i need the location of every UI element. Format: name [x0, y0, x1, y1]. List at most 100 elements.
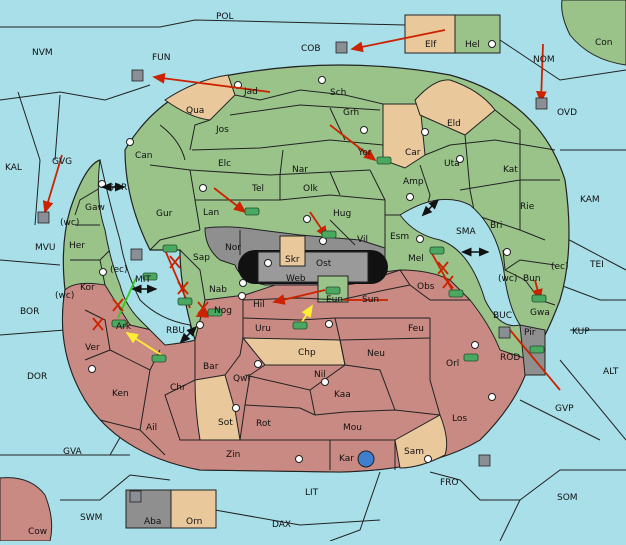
- label-Sap: Sap: [193, 253, 210, 263]
- label-Uta: Uta: [444, 159, 460, 169]
- land-labels: Elf Hel Jad Qua Sch Grh Jos Can Elc Nar …: [69, 40, 550, 527]
- label-Skr: Skr: [285, 255, 300, 265]
- label-Zin: Zin: [226, 450, 240, 460]
- label-Sch: Sch: [330, 88, 346, 98]
- label-Cow: Cow: [28, 527, 47, 537]
- label-Chr: Chr: [170, 383, 186, 393]
- label-Yor: Yor: [357, 148, 372, 158]
- label-MVU: MVU: [35, 243, 56, 253]
- region-Cow[interactable]: [0, 477, 53, 542]
- label-Ark: Ark: [116, 322, 132, 332]
- label-NOM: NOM: [533, 55, 555, 65]
- label-OVD: OVD: [557, 108, 577, 118]
- label-Mel: Mel: [408, 254, 424, 264]
- sea-labels: POL FUN NVM COB NOM Con OVD KAL GVG GOR …: [5, 12, 619, 537]
- label-ALT: ALT: [603, 367, 619, 377]
- label-RBU: RBU: [166, 326, 185, 336]
- region-Orn[interactable]: [170, 489, 217, 529]
- label-Pir: Pir: [524, 328, 536, 338]
- label-Sam: Sam: [404, 447, 424, 457]
- label-GVG: GVG: [52, 157, 72, 167]
- province-borders: [70, 89, 560, 470]
- label-Chp: Chp: [298, 348, 316, 358]
- label-Rie: Rie: [520, 202, 535, 212]
- label-POL: POL: [216, 12, 234, 22]
- region-Con[interactable]: [561, 0, 626, 66]
- label-DOR: DOR: [27, 372, 47, 382]
- label-Olk: Olk: [303, 184, 319, 194]
- label-Bun: Bun: [523, 274, 541, 284]
- label-Jad: Jad: [243, 87, 258, 97]
- label-Can: Can: [135, 151, 153, 161]
- label-TEI: TEI: [589, 260, 604, 270]
- label-BUC: BUC: [493, 311, 512, 321]
- label-Amp: Amp: [403, 177, 424, 187]
- label-Ken: Ken: [112, 389, 129, 399]
- region-Sam[interactable]: [394, 414, 448, 469]
- label-Neu: Neu: [367, 349, 385, 359]
- label-Qwi: Qwi: [233, 374, 250, 384]
- label-ROD: ROD: [500, 353, 520, 363]
- label-Feu: Feu: [408, 324, 424, 334]
- label-Sun: Sun: [362, 295, 379, 305]
- label-Tel: Tel: [251, 184, 264, 194]
- label-Orn: Orn: [186, 517, 202, 527]
- label-Nog: Nog: [214, 306, 232, 316]
- label-Ost: Ost: [316, 259, 332, 269]
- label-coast-kor-ec: (ec): [110, 265, 128, 275]
- label-Kaa: Kaa: [334, 390, 351, 400]
- label-Gur: Gur: [156, 209, 173, 219]
- label-Hug: Hug: [333, 209, 351, 219]
- label-Car: Car: [405, 148, 421, 158]
- label-coast-gvg-wc: (wc): [60, 218, 79, 228]
- label-Con: Con: [595, 38, 613, 48]
- army-units[interactable]: [111, 156, 547, 363]
- label-Gaw: Gaw: [85, 203, 105, 213]
- fleet-units[interactable]: [37, 41, 548, 503]
- support-orders-green: [117, 277, 137, 319]
- label-DAX: DAX: [272, 520, 291, 530]
- label-Lan: Lan: [203, 208, 219, 218]
- double-arrows: [101, 182, 490, 344]
- label-Aba: Aba: [144, 517, 161, 527]
- label-Ail: Ail: [146, 423, 157, 433]
- label-Sot: Sot: [218, 418, 233, 428]
- label-Eld: Eld: [447, 119, 461, 129]
- label-Mou: Mou: [343, 423, 362, 433]
- label-Orl: Orl: [446, 359, 459, 369]
- label-Gwa: Gwa: [530, 308, 550, 318]
- label-Los: Los: [452, 414, 467, 424]
- label-Elc: Elc: [218, 159, 231, 169]
- label-Jos: Jos: [215, 125, 229, 135]
- label-Ver: Ver: [85, 343, 100, 353]
- label-coast-bun-ec: (ec): [551, 262, 569, 272]
- failed-markers: [92, 255, 454, 331]
- region-Skr[interactable]: [279, 235, 306, 267]
- label-SWM: SWM: [80, 513, 102, 523]
- label-Bar: Bar: [203, 362, 219, 372]
- coast-labels: (wc) (ec) (wc) (wc) (ec): [55, 218, 569, 301]
- region-Eld[interactable]: [414, 79, 496, 136]
- label-Elf: Elf: [425, 40, 437, 50]
- label-Qua: Qua: [186, 106, 204, 116]
- label-NVM: NVM: [32, 48, 53, 58]
- label-COB: COB: [301, 44, 321, 54]
- label-Rot: Rot: [256, 419, 271, 429]
- region-Sot[interactable]: [194, 374, 241, 441]
- label-Her: Her: [69, 241, 85, 251]
- region-Eun[interactable]: [317, 275, 349, 303]
- label-GOR: GOR: [107, 183, 127, 193]
- label-Nar: Nar: [292, 165, 308, 175]
- label-MIT: MIT: [135, 275, 151, 285]
- label-Esm: Esm: [390, 232, 409, 242]
- label-coast-kor-wc: (wc): [55, 291, 74, 301]
- region-Car[interactable]: [382, 103, 426, 169]
- label-Eun: Eun: [326, 295, 343, 305]
- label-LIT: LIT: [305, 488, 319, 498]
- region-Qua[interactable]: [164, 74, 236, 121]
- label-FUN: FUN: [152, 53, 171, 63]
- label-Obs: Obs: [417, 282, 435, 292]
- label-KAL: KAL: [5, 163, 22, 173]
